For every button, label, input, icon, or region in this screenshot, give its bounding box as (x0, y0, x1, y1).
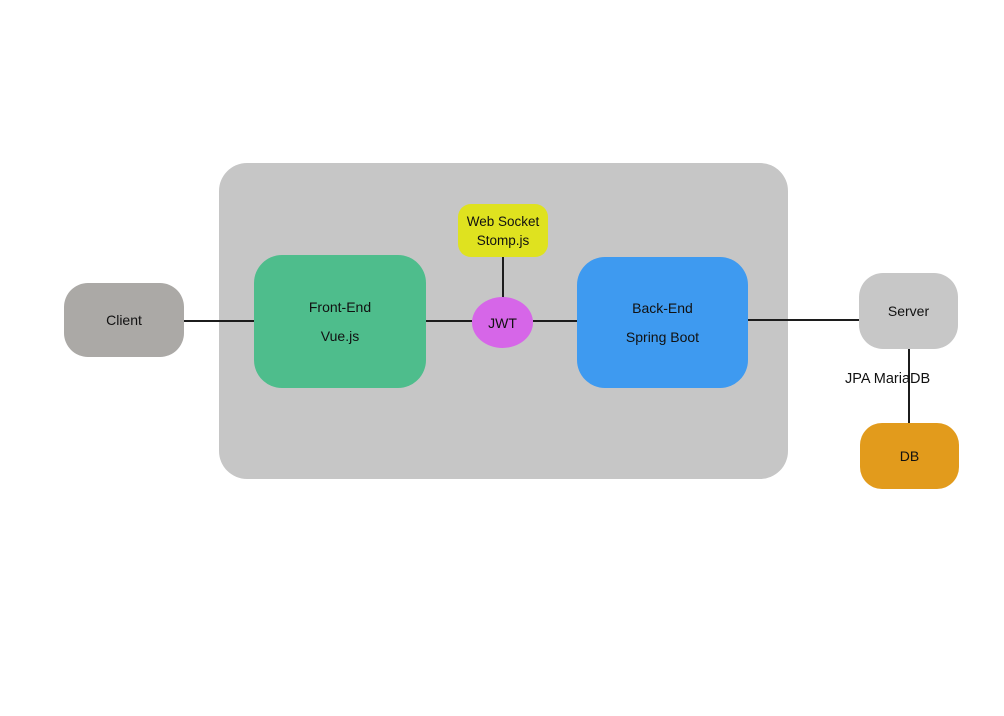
node-db-label: DB (899, 448, 920, 464)
edge-label-line2: MariaDB (873, 371, 931, 387)
connector-jwt-backend (533, 320, 577, 322)
node-backend: Back-End Spring Boot (577, 257, 748, 388)
node-backend-label-line1: Back-End (632, 300, 693, 316)
node-websocket-label-line1: Web Socket (466, 213, 540, 229)
node-frontend-label-line2: Vue.js (320, 328, 360, 344)
connector-backend-server (748, 319, 859, 321)
connector-frontend-jwt (426, 320, 472, 322)
node-backend-label-line2: Spring Boot (625, 329, 700, 345)
connector-server-db (908, 349, 910, 423)
connector-client-frontend (184, 320, 254, 322)
edge-label-line1: JPA (845, 371, 870, 387)
node-frontend-label-line1: Front-End (308, 299, 372, 315)
node-client: Client (64, 283, 184, 357)
node-client-label: Client (106, 312, 142, 328)
node-server-label: Server (887, 303, 930, 319)
node-db: DB (860, 423, 959, 489)
node-jwt-label: JWT (488, 314, 517, 331)
node-frontend: Front-End Vue.js (254, 255, 426, 388)
connector-websocket-jwt (502, 257, 504, 298)
node-websocket: Web Socket Stomp.js (458, 204, 548, 257)
node-websocket-label-line2: Stomp.js (476, 232, 530, 248)
node-server: Server (859, 273, 958, 349)
edge-label-jpa-mariadb: JPA MariaDB (845, 371, 930, 388)
node-jwt: JWT (472, 297, 533, 348)
